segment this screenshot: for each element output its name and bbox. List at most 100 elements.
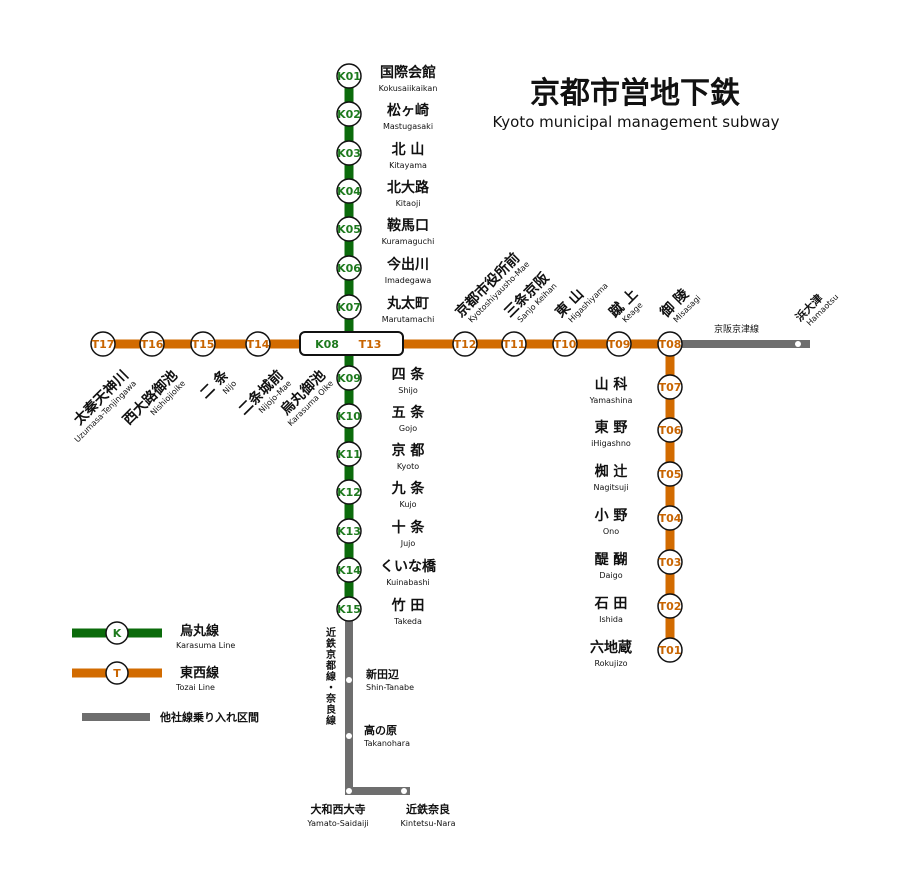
station-code: K04: [337, 185, 361, 198]
legend-karasuma-symbol: K: [113, 627, 122, 640]
station-code: T17: [92, 338, 115, 351]
legend-karasuma-ja: 烏丸線: [180, 623, 220, 639]
station-name-ja: 竹 田: [391, 597, 425, 614]
station-marker: [336, 140, 362, 166]
station-code: K05: [337, 223, 361, 236]
station-name-en: Kitayama: [389, 161, 427, 170]
hamaotsu-station-label: 浜大津 Hamaotsu: [792, 291, 840, 328]
station-marker: [190, 331, 216, 357]
station-t05[interactable]: T05 椥 辻 Nagitsuji: [593, 461, 683, 492]
station-name-ja: 醍 醐: [595, 551, 628, 568]
station-marker: [336, 63, 362, 89]
station-name-en: Nagitsuji: [593, 483, 628, 492]
transfer-station-karasuma-oike[interactable]: K08 T13: [299, 331, 404, 356]
station-marker: [90, 331, 116, 357]
station-marker: [657, 374, 683, 400]
station-k09[interactable]: K09 四 条 Shijo: [336, 365, 426, 395]
station-marker: [336, 518, 362, 544]
transfer-station-box: [299, 331, 404, 356]
station-name-en: Rokujizo: [594, 659, 627, 668]
station-marker: [336, 441, 362, 467]
legend-karasuma-marker: [105, 621, 129, 645]
station-name-en: Takeda: [393, 617, 422, 626]
legend-karasuma-en: Karasuma Line: [176, 641, 235, 650]
station-name-en: Jujo: [400, 539, 416, 548]
station-name-ja: 四 条: [392, 366, 426, 383]
station-name-en: Kujo: [399, 500, 416, 509]
hamaotsu-station-dot[interactable]: [795, 341, 801, 347]
station-name-ja: 今出川: [386, 256, 429, 273]
station-name-ja: 北 山: [392, 142, 425, 158]
station-marker: [336, 101, 362, 127]
station-code: T02: [659, 600, 682, 613]
station-k03[interactable]: K03 北 山 Kitayama: [336, 140, 427, 170]
station-name-en: Shijo: [398, 386, 418, 395]
station-name-en: iHigashno: [591, 439, 631, 448]
station-name-ja: 十 条: [392, 519, 426, 536]
station-name-en: Marutamachi: [382, 315, 435, 324]
station-code: K09: [337, 372, 361, 385]
station-name-ja: 椥 辻: [595, 463, 628, 480]
station-dot: [346, 788, 352, 794]
station-name-ja: 鞍馬口: [387, 217, 429, 234]
station-marker: [336, 403, 362, 429]
station-code: K06: [337, 262, 361, 275]
kintetsu-line-name: 近鉄京都線・奈良線: [325, 626, 337, 727]
station-code: T15: [192, 338, 215, 351]
kintetsu-line-char: 良: [326, 703, 336, 716]
legend-tozai-ja: 東西線: [180, 665, 220, 681]
kintetsu-line-label: 近鉄京都線・奈良線: [325, 626, 337, 727]
legend: K 烏丸線 Karasuma Line T 東西線 Tozai Line 他社線…: [72, 621, 259, 724]
kintetsu-line-char: 線: [326, 714, 336, 727]
station-name-en: Gojo: [399, 424, 417, 433]
station-marker: [657, 505, 683, 531]
station-code: K02: [337, 108, 361, 121]
station-code: T12: [454, 338, 477, 351]
station-name-ja: 五 条: [392, 404, 426, 421]
station-name-ja: くいな橋: [380, 558, 437, 575]
station-code: T04: [659, 512, 682, 525]
station-code: T05: [659, 468, 682, 481]
station-name-ja: 丸太町: [386, 295, 429, 312]
station-marker: [657, 593, 683, 619]
station-code: T09: [608, 338, 631, 351]
station-marker: [452, 331, 478, 357]
station-name-ja: 小 野: [595, 508, 628, 524]
station-code: K01: [337, 70, 361, 83]
station-code: T01: [659, 644, 682, 657]
tozai-west-stations: T17太秦天神川Uzumasa-TenjingawaT16西大路御池Nishio…: [61, 331, 335, 444]
station-code: K03: [337, 147, 361, 160]
station-name-ja: 京 都: [392, 442, 425, 459]
station-code: T06: [659, 424, 682, 437]
station-marker: [336, 596, 362, 622]
station-name-en: Shin-Tanabe: [366, 683, 414, 692]
station-name-en: Kyoto: [397, 462, 419, 471]
